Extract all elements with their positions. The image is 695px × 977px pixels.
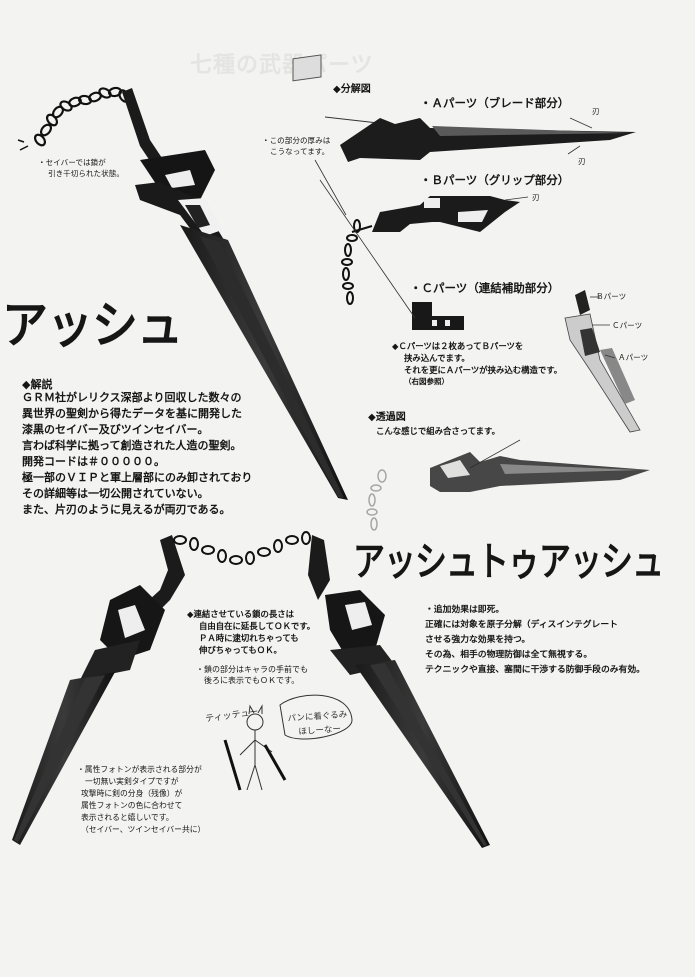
assembly-detail (564, 290, 641, 433)
part-a-label: ・Ａパーツ（ブレード部分） (420, 96, 570, 110)
edge-label-b: 刃 (532, 193, 540, 202)
part-b-label: ・Ｂパーツ（グリップ部分） (420, 173, 570, 187)
sketch-bubble: パンに着ぐるみ ほしーなー (287, 709, 348, 738)
xray-illustration (366, 452, 650, 531)
effect-note: ・追加効果は即死。 正確には対象を原子分解（ディスインテグレート させる強力な効… (425, 605, 645, 675)
part-a-illustration (292, 54, 636, 162)
photon-note: ・属性フォトンが表示される部分が 一切無い実剣タイプですが 攻撃時に剣の分身（残… (77, 765, 206, 834)
sketch-figure (223, 694, 353, 791)
side-label-a: Ａパーツ (618, 353, 649, 362)
twin-sword-left-illustration (12, 535, 185, 845)
ash-to-ash-title: アッシュトゥアッシュ (353, 537, 664, 586)
broken-chain (33, 86, 130, 147)
ash-desc: ＧＲＭ社がレリクス深部より回収した数々の 異世界の聖剣から得たデータを基に開発し… (22, 391, 253, 516)
xray-note: こんな感じで組み合さってます。 (376, 426, 500, 436)
chain-note-line: ・セイバーでは鎖が (38, 158, 106, 167)
xray-heading: ◆透過図 (368, 412, 406, 423)
edge-label-a-bottom: 刃 (578, 157, 586, 166)
part-b-chain (341, 219, 361, 305)
side-label-c: Ｃパーツ (612, 321, 643, 330)
exploded-heading: ◆分解図 (333, 84, 371, 95)
part-c-illustration (412, 302, 464, 330)
edge-label-a-top: 刃 (592, 107, 600, 116)
ash-sword-illustration (17, 86, 348, 500)
twin-sword-right-illustration (308, 535, 490, 848)
side-label-b: Ｂパーツ (596, 292, 627, 301)
ash-title: アッシュ (2, 295, 183, 355)
twin-chain (173, 531, 311, 565)
chain-note: ・セイバーでは鎖が 引き千切られた状態。 (38, 157, 124, 179)
part-b-illustration (341, 196, 529, 305)
chain-display-note: ・鎖の部分はキャラの手前でも 後ろに表示でもＯＫです。 (196, 665, 308, 685)
c-part-note: ◆Ｃパーツは２枚あってＢパーツを 挟み込んでます。 それを更にＡパーツが挟み込む… (392, 341, 563, 386)
chain-length-note: ◆連結させている鎖の長さは 自由自在に延長してＯＫです。 ＰＡ時に逮切れちゃって… (187, 609, 316, 655)
ghost-title: 七種の武器パーツ (190, 53, 374, 78)
chain-note-line: 引き千切られた状態。 (48, 169, 124, 178)
part-c-label: ・Ｃパーツ（連結補助部分） (410, 281, 560, 295)
thickness-note: ・この部分の厚みは こうなってます。 (262, 136, 331, 156)
ash-desc-heading: ◆解説 (22, 378, 53, 391)
